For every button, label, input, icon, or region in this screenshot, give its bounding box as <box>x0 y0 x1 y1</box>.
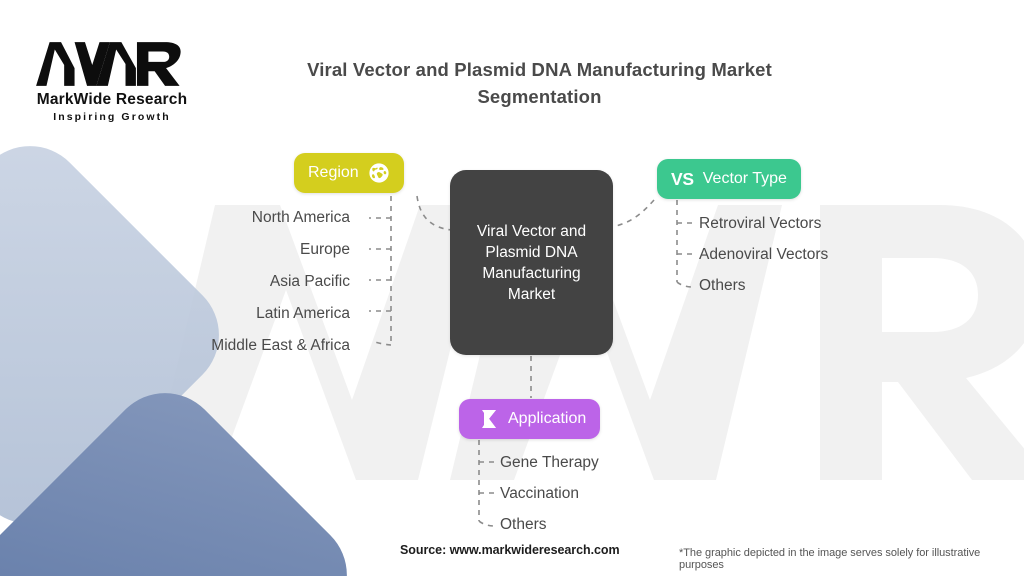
list-item: Asia Pacific <box>269 273 350 290</box>
region-item-list: North America Europe Asia Pacific Latin … <box>120 209 350 369</box>
page-title: Viral Vector and Plasmid DNA Manufacturi… <box>247 56 832 110</box>
source-label: Source: www.markwideresearch.com <box>400 543 620 557</box>
list-item: Others <box>699 277 746 294</box>
flag-banner-icon <box>473 407 499 431</box>
list-item: Latin America <box>256 305 350 322</box>
page-title-line1: Viral Vector and Plasmid DNA Manufacturi… <box>307 59 772 80</box>
center-node: Viral Vector and Plasmid DNA Manufacturi… <box>450 170 613 355</box>
brand-name: MarkWide Research <box>36 91 188 108</box>
vs-badge-icon: VS <box>671 168 694 189</box>
center-node-label: Viral Vector and Plasmid DNA Manufacturi… <box>476 222 587 303</box>
decorative-square-dark <box>0 369 371 576</box>
brand-tagline: Inspiring Growth <box>53 111 171 123</box>
globe-icon <box>368 162 390 184</box>
branch-badge-vector-type[interactable]: VS Vector Type <box>657 159 801 199</box>
brand-logo: MarkWide Research Inspiring Growth <box>32 38 202 123</box>
list-item: Others <box>500 516 547 533</box>
branch-badge-vector-type-label: Vector Type <box>702 170 787 187</box>
page-title-line2: Segmentation <box>477 86 602 107</box>
list-item: Europe <box>300 241 350 258</box>
list-item: Vaccination <box>500 485 579 502</box>
vector-type-item-list: Retroviral Vectors Adenoviral Vectors Ot… <box>699 215 828 308</box>
list-item: Middle East & Africa <box>211 337 350 354</box>
branch-badge-region[interactable]: Region <box>294 153 404 193</box>
branch-badge-region-label: Region <box>308 164 359 181</box>
list-item: Retroviral Vectors <box>699 215 822 232</box>
list-item: North America <box>251 209 350 226</box>
list-item: Adenoviral Vectors <box>699 246 829 263</box>
branch-badge-application-label: Application <box>508 410 587 427</box>
branch-badge-application[interactable]: Application <box>459 399 601 439</box>
mwr-monogram-icon <box>36 42 181 86</box>
disclaimer-label: *The graphic depicted in the image serve… <box>679 547 981 571</box>
list-item: Gene Therapy <box>500 454 599 471</box>
application-item-list: Gene Therapy Vaccination Others <box>500 454 599 547</box>
